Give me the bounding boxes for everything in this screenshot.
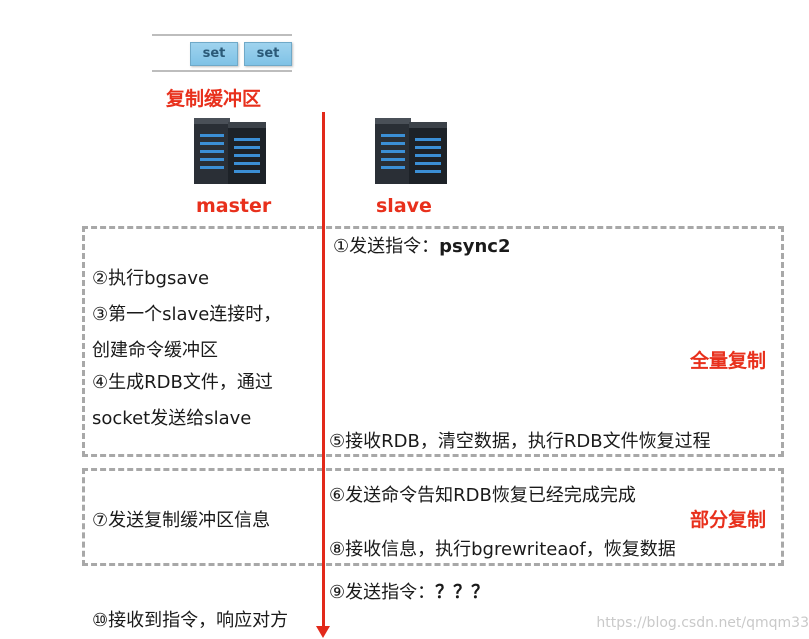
timeline-arrowhead — [316, 626, 330, 638]
slave-label: slave — [376, 195, 432, 217]
step-8: ⑧接收信息，执行bgrewriteaof，恢复数据 — [329, 539, 676, 560]
step-10: ⑩接收到指令，响应对方 — [92, 610, 289, 631]
step-7: ⑦发送复制缓冲区信息 — [92, 510, 271, 531]
full-sync-label: 全量复制 — [690, 350, 767, 372]
buffer-top-line — [152, 34, 292, 36]
server-rack-icon — [375, 118, 447, 184]
step-9-text: ⑨发送指令： — [329, 582, 436, 603]
buffer-set-item: set — [190, 42, 238, 66]
master-label: master — [196, 195, 272, 217]
step-3-line2: 创建命令缓冲区 — [92, 340, 218, 361]
step-1-command: psync2 — [439, 236, 511, 257]
step-1: ①发送指令：psync2 — [333, 232, 510, 258]
step-9-command: ？？？ — [435, 582, 490, 603]
buffer-label: 复制缓冲区 — [166, 88, 262, 110]
step-4-line1: ④生成RDB文件，通过 — [92, 372, 273, 393]
buffer-set-item: set — [244, 42, 292, 66]
server-rack-icon — [194, 118, 266, 184]
buffer-bottom-line — [152, 70, 292, 72]
partial-sync-box — [82, 468, 784, 566]
step-1-text: ①发送指令： — [333, 236, 440, 257]
watermark: https://blog.csdn.net/qmqm33 — [596, 615, 809, 631]
full-sync-box — [82, 226, 784, 457]
step-5: ⑤接收RDB，清空数据，执行RDB文件恢复过程 — [329, 431, 711, 452]
step-2: ②执行bgsave — [92, 268, 210, 289]
step-6: ⑥发送命令告知RDB恢复已经完成完成 — [329, 485, 636, 506]
partial-sync-label: 部分复制 — [690, 509, 767, 531]
step-3-line1: ③第一个slave连接时， — [92, 304, 282, 325]
timeline-arrow — [322, 112, 325, 630]
step-4-line2: socket发送给slave — [92, 408, 252, 429]
step-9: ⑨发送指令：？？？ — [329, 578, 489, 604]
